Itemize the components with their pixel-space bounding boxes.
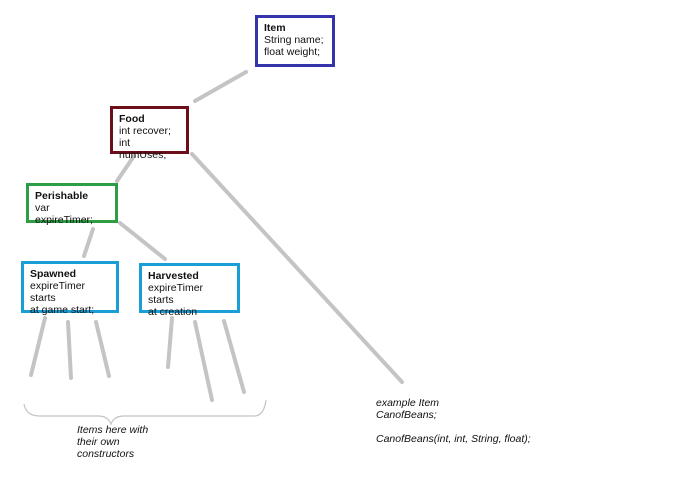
note-line: CanofBeans(int, int, String, float); bbox=[376, 433, 531, 445]
class-title: Food bbox=[119, 113, 145, 125]
edge-food-perishable bbox=[115, 154, 136, 183]
edge-perishable-spawned bbox=[82, 227, 95, 258]
class-field: expireTimer starts bbox=[30, 280, 86, 304]
class-title: Harvested bbox=[148, 270, 199, 282]
class-field: expireTimer starts bbox=[148, 282, 204, 306]
note-line: Items here with bbox=[77, 424, 149, 436]
note-line: constructors bbox=[77, 448, 135, 460]
class-box-harvested: Harvested expireTimer starts at creation bbox=[139, 263, 240, 318]
class-box-perishable: Perishable var expireTimer; bbox=[26, 183, 118, 226]
items-note: Items here with their own constructors bbox=[77, 424, 148, 460]
edge-spawned-child-2 bbox=[66, 320, 73, 380]
class-field: String name; bbox=[264, 34, 324, 46]
class-field: int recover; bbox=[119, 125, 171, 137]
edge-item-food bbox=[193, 70, 248, 103]
class-title: Item bbox=[264, 22, 286, 34]
class-box-item: Item String name; float weight; bbox=[255, 15, 335, 67]
children-brace bbox=[23, 399, 267, 426]
class-field: var expireTimer; bbox=[35, 202, 93, 226]
edge-spawned-child-1 bbox=[29, 316, 47, 377]
class-box-food: Food int recover; int numUses; bbox=[110, 106, 189, 161]
edge-food-example bbox=[190, 152, 404, 384]
class-field: float weight; bbox=[264, 46, 321, 58]
note-line bbox=[376, 421, 531, 433]
class-box-spawned: Spawned expireTimer starts at game start… bbox=[21, 261, 119, 316]
edge-harvested-child-3 bbox=[222, 319, 246, 394]
edge-harvested-child-1 bbox=[166, 316, 174, 369]
class-title: Spawned bbox=[30, 268, 77, 280]
edge-spawned-child-3 bbox=[94, 320, 111, 378]
class-field: at game start; bbox=[30, 304, 95, 316]
edge-harvested-child-2 bbox=[193, 320, 214, 402]
class-field: int numUses; bbox=[119, 137, 167, 161]
note-line: example Item bbox=[376, 397, 440, 409]
class-title: Perishable bbox=[35, 190, 89, 202]
edge-perishable-harvested bbox=[118, 221, 167, 261]
note-line: CanofBeans; bbox=[376, 409, 437, 421]
class-field: at creation bbox=[148, 306, 198, 318]
example-note: example Item CanofBeans; CanofBeans(int,… bbox=[376, 397, 531, 445]
note-line: their own bbox=[77, 436, 120, 448]
